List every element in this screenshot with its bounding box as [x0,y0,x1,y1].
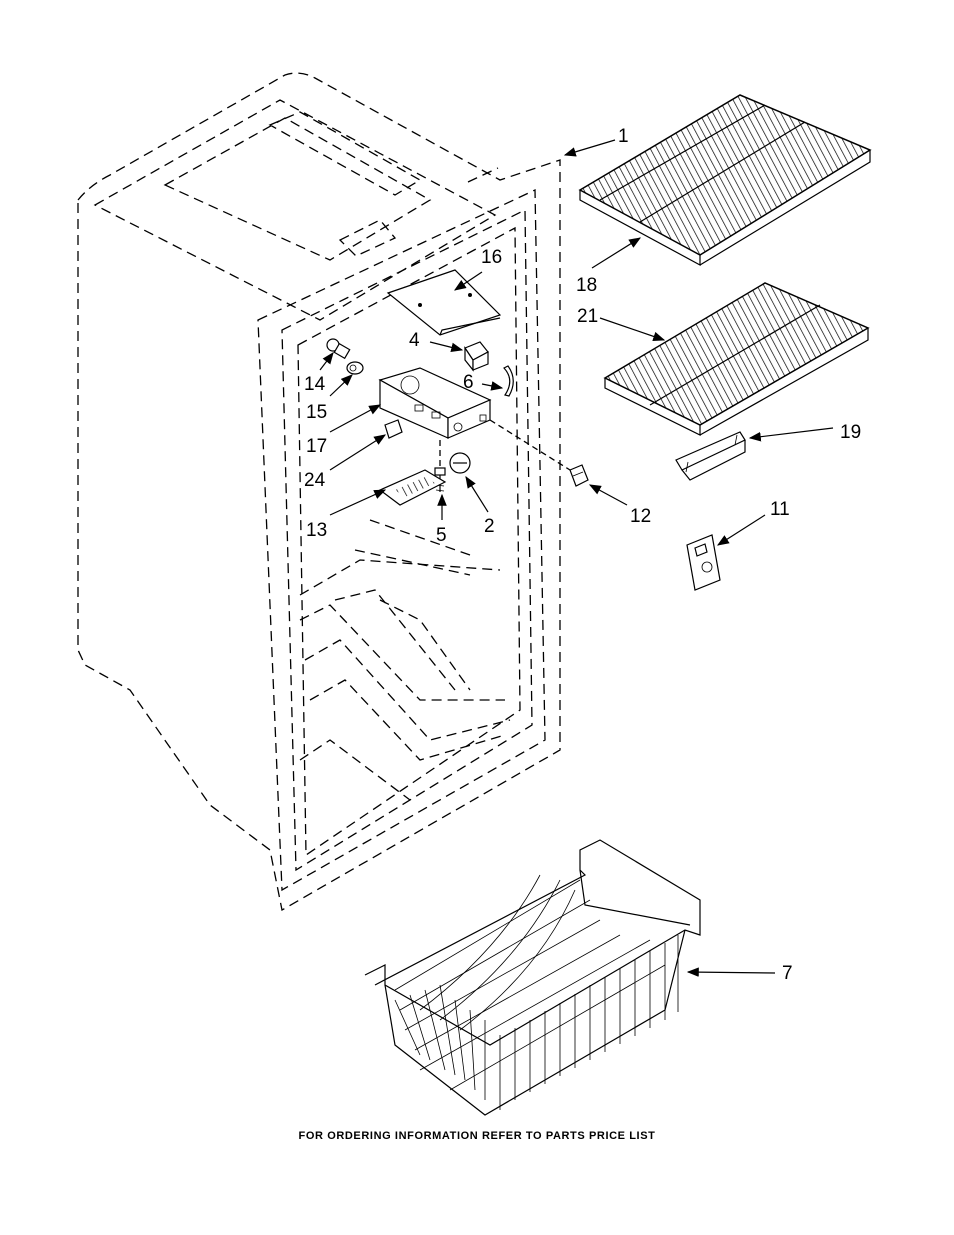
wire-shelf-upper [578,94,872,267]
thermostat-4 [464,341,489,372]
wire-shelf-lower [603,282,870,436]
freezer-cabinet [77,72,561,912]
callout-24: 24 [304,470,326,491]
callout-13: 13 [306,520,327,541]
light-shield-6 [503,365,514,397]
socket-15 [346,361,364,375]
callout-4: 4 [409,330,420,351]
control-cover-16 [386,269,502,336]
knob-2 [449,452,471,474]
door-switch-12 [569,464,589,487]
callout-12: 12 [630,506,651,527]
callout-7: 7 [782,963,793,984]
callout-6: 6 [463,372,474,393]
light-bulb-14 [326,338,351,360]
callout-18: 18 [576,275,597,296]
switch-24 [384,419,403,439]
defrost-timer-11 [686,534,721,591]
footer-note: FOR ORDERING INFORMATION REFER TO PARTS … [298,1130,656,1142]
callout-21: 21 [577,306,598,327]
callout-1: 1 [618,126,629,147]
callout-14: 14 [304,374,326,395]
callout-2: 2 [484,516,495,537]
control-housing-17 [378,367,492,439]
callout-labels: 1 16 4 6 14 15 17 24 13 5 2 12 18 21 19 … [304,126,861,984]
callout-5: 5 [436,525,447,546]
callout-16: 16 [481,247,502,268]
freezer-basket-7 [364,839,701,1116]
shelf-trim-19 [675,431,746,481]
callout-11: 11 [770,499,790,520]
light-lens-13 [378,469,447,506]
callout-19: 19 [840,422,861,443]
callout-15: 15 [306,402,327,423]
leader-lines [319,139,834,977]
callout-17: 17 [306,436,327,457]
